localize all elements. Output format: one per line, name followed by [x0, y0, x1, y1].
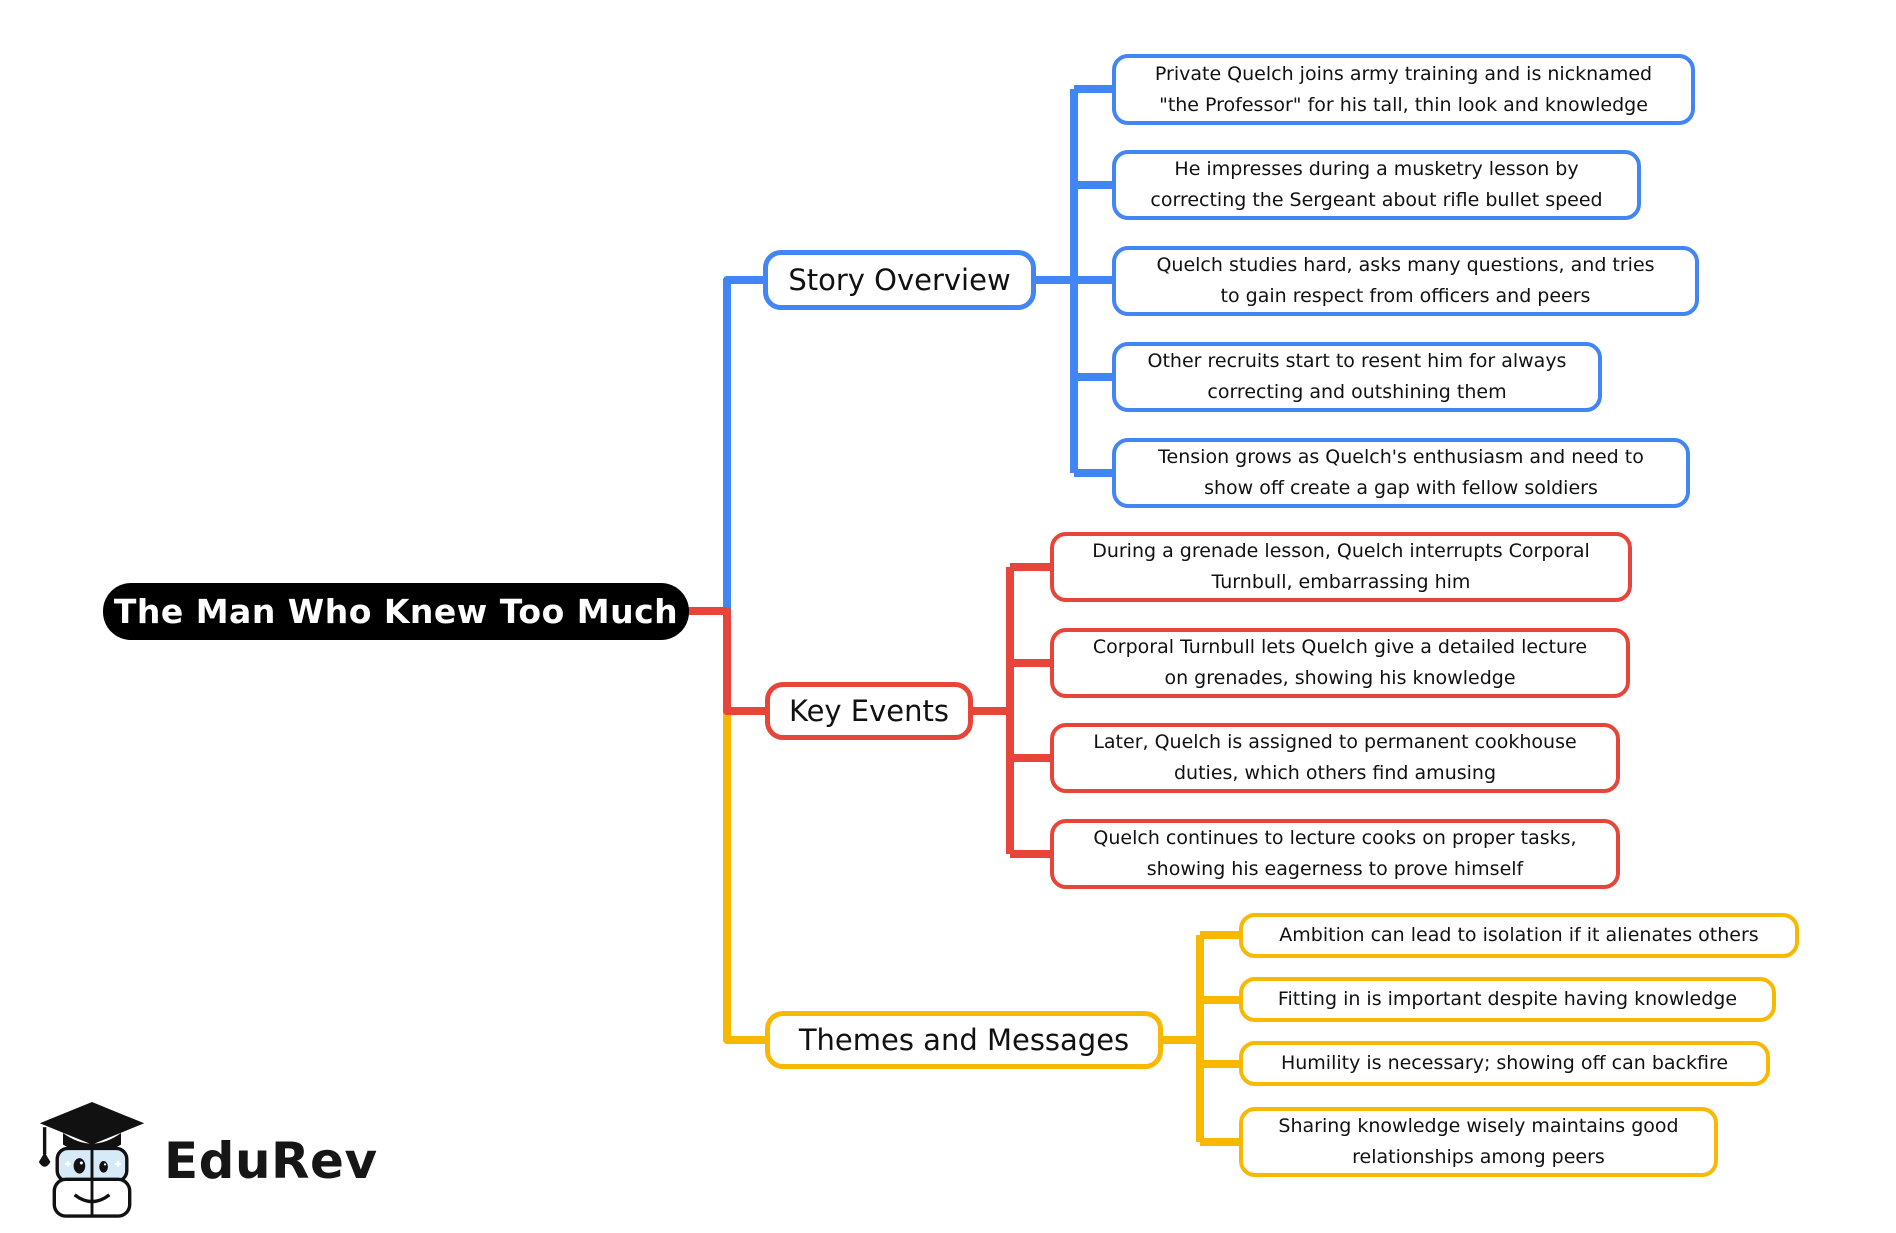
- root-node: The Man Who Knew Too Much: [103, 583, 689, 640]
- branch-story-overview: Story Overview: [763, 250, 1036, 310]
- branch-themes-messages: Themes and Messages: [765, 1011, 1163, 1069]
- key-events-leaf-3: Later, Quelch is assigned to permanent c…: [1050, 723, 1620, 793]
- themes-leaf-1: Ambition can lead to isolation if it ali…: [1239, 913, 1799, 958]
- key-events-leaf-1: During a grenade lesson, Quelch interrup…: [1050, 532, 1632, 602]
- themes-connector: [723, 711, 1240, 1146]
- themes-leaf-3: Humility is necessary; showing off can b…: [1239, 1041, 1770, 1086]
- key-events-connector: [688, 563, 1051, 858]
- branch-key-events: Key Events: [765, 682, 973, 740]
- story-leaf-2: He impresses during a musketry lesson by…: [1112, 150, 1641, 220]
- story-leaf-5: Tension grows as Quelch's enthusiasm and…: [1112, 438, 1690, 508]
- key-events-leaf-4: Quelch continues to lecture cooks on pro…: [1050, 819, 1620, 889]
- story-leaf-3: Quelch studies hard, asks many questions…: [1112, 246, 1699, 316]
- key-events-leaf-2: Corporal Turnbull lets Quelch give a det…: [1050, 628, 1630, 698]
- story-connector: [723, 85, 1113, 615]
- edurev-logo: EduRev: [34, 1098, 378, 1224]
- edurev-mascot-icon: [38, 1102, 145, 1218]
- themes-leaf-2: Fitting in is important despite having k…: [1239, 977, 1776, 1022]
- edurev-logo-text: EduRev: [164, 1132, 378, 1190]
- themes-leaf-4: Sharing knowledge wisely maintains good …: [1239, 1107, 1718, 1177]
- story-leaf-4: Other recruits start to resent him for a…: [1112, 342, 1602, 412]
- story-leaf-1: Private Quelch joins army training and i…: [1112, 54, 1695, 125]
